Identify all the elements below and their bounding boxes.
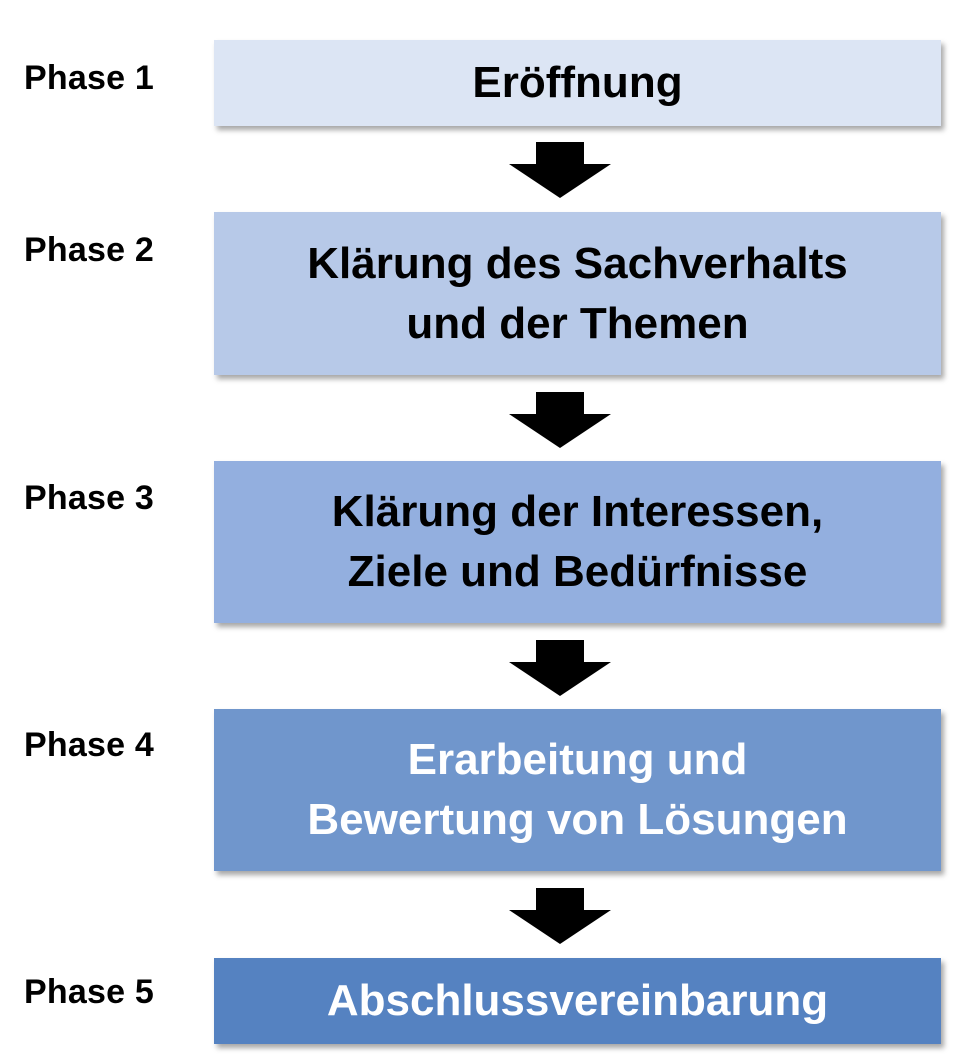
phase-4-text-line-1: Erarbeitung und [407,735,748,784]
down-arrow-icon [509,640,611,696]
phase-3-text-line-1: Klärung der Interessen, [331,487,824,536]
down-arrow-icon [509,142,611,198]
phase-3-box: Klärung der Interessen, Ziele und Bedürf… [214,461,941,623]
phase-1-box: Eröffnung [214,40,941,126]
phase-3-label: Phase 3 [24,479,154,517]
phase-2-text-line-2: und der Themen [406,298,749,348]
phase-2-label: Phase 2 [24,231,154,269]
phase-3-text-line-2: Ziele und Bedürfnisse [347,547,808,596]
phase-5-text-line-1: Abschlussvereinbarung [326,976,829,1025]
phase-4-text-line-2: Bewertung von Lösungen [307,795,848,844]
phase-5-box: Abschlussvereinbarung [214,958,941,1044]
phase-4-label: Phase 4 [24,726,154,764]
down-arrow-icon [509,392,611,448]
phase-1-label: Phase 1 [24,59,154,97]
phase-2-text-line-1: Klärung des Sachverhalts [307,238,848,288]
phase-1-text-line-1: Eröffnung [472,58,683,107]
phase-5-label: Phase 5 [24,973,154,1011]
phase-4-box: Erarbeitung und Bewertung von Lösungen [214,709,941,871]
down-arrow-icon [509,888,611,944]
phase-2-box: Klärung des Sachverhalts und der Themen [214,212,941,375]
